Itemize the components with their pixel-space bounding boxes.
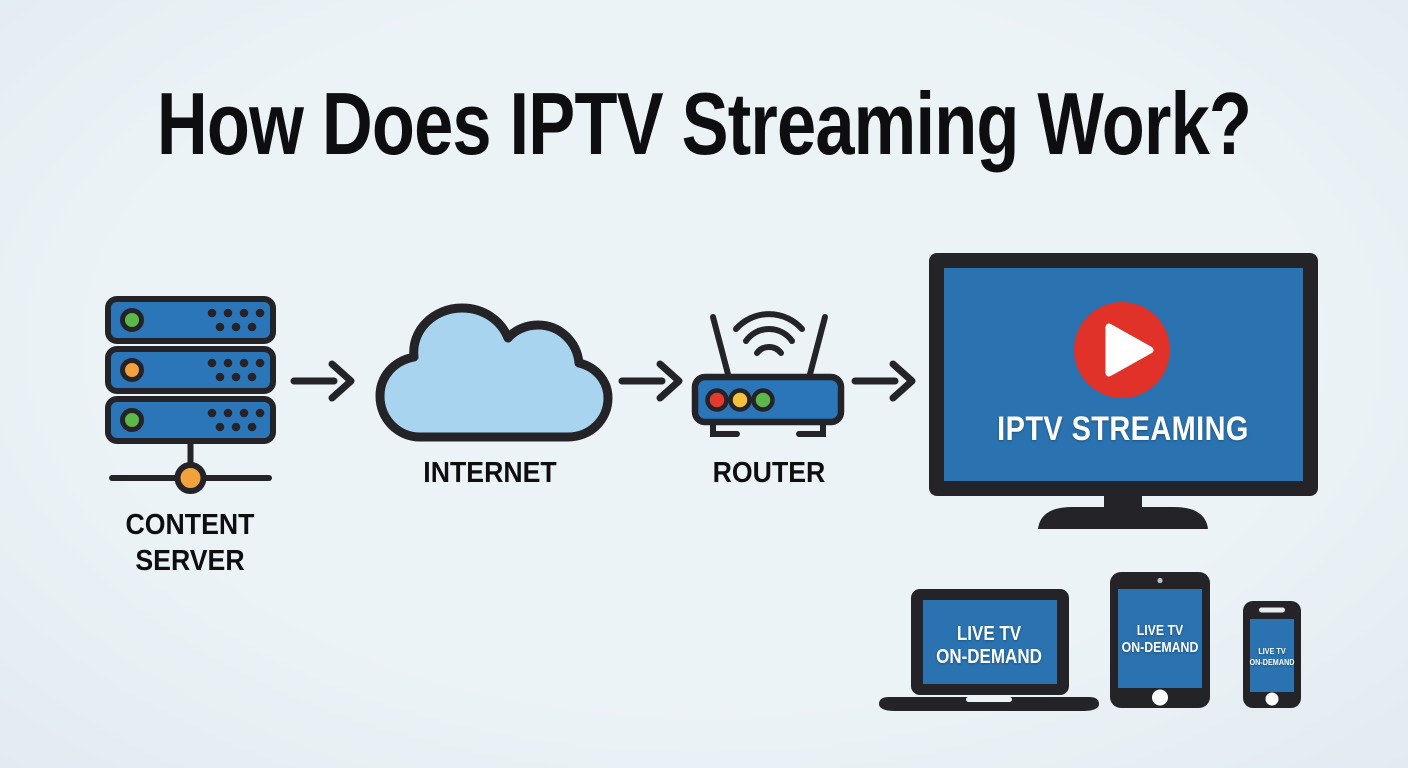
server-unit-3 bbox=[105, 396, 276, 444]
phone-screen bbox=[1250, 619, 1294, 692]
router-foot-right bbox=[796, 420, 826, 437]
server-unit-1 bbox=[105, 296, 276, 344]
router-label: ROUTER bbox=[712, 457, 826, 489]
arrow-right-icon bbox=[851, 360, 916, 402]
server-unit-2 bbox=[105, 346, 276, 394]
label-line: ON-DEMAND bbox=[936, 646, 1042, 668]
laptop-icon bbox=[879, 589, 1099, 711]
wifi-router-icon bbox=[691, 311, 845, 437]
server-stack-icon bbox=[105, 296, 276, 494]
server-led-orange bbox=[120, 358, 144, 382]
content-server-label: CONTENT SERVER bbox=[52, 507, 328, 579]
tv-stand-base bbox=[1038, 507, 1208, 529]
router-led-yellow bbox=[728, 388, 752, 412]
laptop-base-notch bbox=[966, 697, 1012, 702]
tablet-home-button bbox=[1152, 689, 1168, 706]
arrow-right-icon bbox=[618, 360, 683, 402]
label-line: LIVE TV bbox=[1136, 623, 1184, 639]
tv-icon bbox=[929, 253, 1318, 529]
tablet-camera-dot bbox=[1157, 577, 1163, 584]
router-led-green bbox=[751, 388, 775, 412]
label-line: ON-DEMAND bbox=[1121, 640, 1199, 656]
router-foot-left bbox=[710, 420, 740, 437]
server-vent-dots bbox=[207, 408, 265, 432]
server-vent-dots bbox=[207, 358, 265, 382]
phone-home-button bbox=[1265, 692, 1279, 706]
tablet-screen bbox=[1118, 589, 1202, 688]
server-vent-dots bbox=[207, 308, 265, 332]
label-line: LIVE TV bbox=[1258, 646, 1286, 656]
router-led-red bbox=[705, 388, 729, 412]
smartphone-icon bbox=[1243, 601, 1301, 708]
label-line: CONTENT bbox=[125, 509, 255, 541]
cloud-icon bbox=[375, 303, 613, 442]
laptop-screen bbox=[923, 600, 1057, 684]
phone-screen-label: LIVE TV ON-DEMAND bbox=[1242, 646, 1302, 668]
laptop-screen-label: LIVE TV ON-DEMAND bbox=[904, 623, 1074, 669]
router-antenna-left bbox=[710, 314, 732, 381]
wifi-signal-icon bbox=[733, 311, 805, 356]
label-line: SERVER bbox=[135, 545, 245, 577]
laptop-base bbox=[879, 697, 1099, 711]
server-led-green bbox=[120, 308, 144, 332]
phone-speaker-bar bbox=[1259, 607, 1285, 613]
server-led-green bbox=[120, 408, 144, 432]
arrow-right-icon bbox=[290, 360, 355, 402]
network-node-dot bbox=[174, 462, 207, 494]
label-line: ON-DEMAND bbox=[1249, 657, 1295, 667]
router-antenna-right bbox=[806, 314, 828, 381]
tablet-icon bbox=[1110, 572, 1210, 708]
play-button-icon bbox=[1074, 302, 1170, 398]
tablet-screen-label: LIVE TV ON-DEMAND bbox=[1101, 623, 1220, 657]
tv-screen-label: IPTV STREAMING bbox=[997, 410, 1249, 448]
label-line: LIVE TV bbox=[956, 623, 1022, 645]
page-title: How Does IPTV Streaming Work? bbox=[156, 74, 1252, 173]
internet-label: INTERNET bbox=[423, 457, 557, 489]
